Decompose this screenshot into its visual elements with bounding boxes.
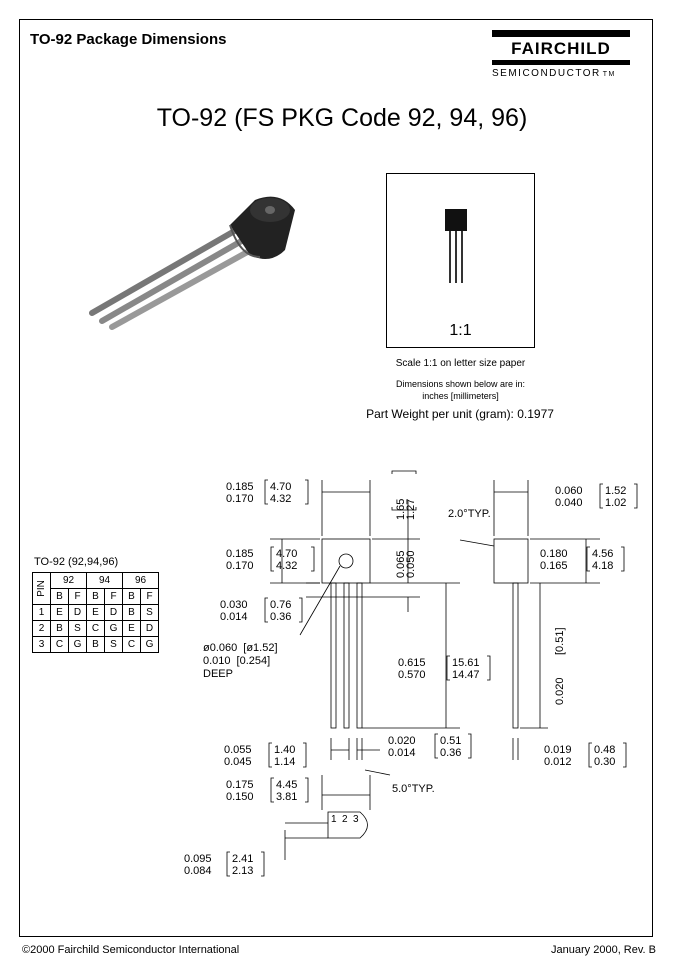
actual-size-transistor xyxy=(445,209,467,283)
bottom-in-min: 0.084 xyxy=(184,865,212,877)
lead-2 xyxy=(343,582,350,729)
lead-stub-mm-max: 0.76 xyxy=(270,599,291,611)
top-width-in-min: 0.170 xyxy=(226,493,254,505)
pitch-in-max: 0.055 xyxy=(224,744,252,756)
scale-note: Scale 1:1 on letter size paper xyxy=(395,358,526,369)
side-thick-mm-min: 0.30 xyxy=(594,756,615,768)
span-mm-min: 3.81 xyxy=(276,791,297,803)
lead-width-mm-min: 0.36 xyxy=(440,747,461,759)
table-row: 2 B S C G E D xyxy=(32,620,159,637)
table-row: 3 C G B S C G xyxy=(32,636,159,653)
body-height-mm-min: 4.32 xyxy=(276,560,297,572)
bottom-pin-3: 3 xyxy=(353,814,359,825)
top-offset-in-min: 0.050 xyxy=(405,550,417,578)
front-view-body xyxy=(321,538,371,584)
side-height-mm-min: 4.18 xyxy=(592,560,613,572)
hole-depth: 0.010[0.254] xyxy=(203,655,270,667)
pitch-mm-min: 1.14 xyxy=(274,756,295,768)
side-width-mm-max: 1.52 xyxy=(605,485,626,497)
side-view-lead xyxy=(512,582,519,729)
lead-stub-in-min: 0.014 xyxy=(220,611,248,623)
table-cell: G xyxy=(140,636,159,653)
side-thick-in-max: 0.019 xyxy=(544,744,572,756)
dims-note-line1: Dimensions shown below are in: xyxy=(395,379,526,389)
side-width-in-max: 0.060 xyxy=(555,485,583,497)
top-offset-in-max: 0.065 xyxy=(395,550,407,578)
header-title: TO-92 Package Dimensions xyxy=(30,31,227,48)
logo-word: FAIRCHILD xyxy=(511,39,611,58)
logo-bar-bottom xyxy=(492,60,630,65)
span-mm-max: 4.45 xyxy=(276,779,297,791)
scale-ratio: 1:1 xyxy=(449,322,472,339)
top-width-mm-max: 4.70 xyxy=(270,481,291,493)
pin-table-caption: TO-92 (92,94,96) xyxy=(34,556,119,568)
lead-length-mm-max: 15.61 xyxy=(452,657,480,669)
side-height-in-min: 0.165 xyxy=(540,560,568,572)
side-lead-in: 0.020 xyxy=(554,677,566,705)
lead-width-mm-max: 0.51 xyxy=(440,735,461,747)
top-width-mm-min: 4.32 xyxy=(270,493,291,505)
lead-3 xyxy=(356,582,363,729)
ejector-hole xyxy=(338,553,354,569)
side-height-mm-max: 4.56 xyxy=(592,548,613,560)
top-width-in-max: 0.185 xyxy=(226,481,254,493)
taper-note: 5.0°TYP. xyxy=(392,783,435,795)
bottom-mm-min: 2.13 xyxy=(232,865,253,877)
side-angle: 2.0°TYP. xyxy=(448,508,491,520)
bottom-mm-max: 2.41 xyxy=(232,853,253,865)
lead-width-in-min: 0.014 xyxy=(388,747,416,759)
body-height-mm-max: 4.70 xyxy=(276,548,297,560)
side-height-in-max: 0.180 xyxy=(540,548,568,560)
side-thick-mm-max: 0.48 xyxy=(594,744,615,756)
pitch-in-min: 0.045 xyxy=(224,756,252,768)
top-offset-mm-max: 1.65 xyxy=(395,499,407,520)
scale-box: 1:1 xyxy=(386,173,535,348)
body-height-in-min: 0.170 xyxy=(226,560,254,572)
lead-stub-mm-min: 0.36 xyxy=(270,611,291,623)
hole-depth-note: DEEP xyxy=(203,668,233,680)
lead-length-in-max: 0.615 xyxy=(398,657,426,669)
lead-1 xyxy=(330,582,337,729)
bottom-view-body xyxy=(327,811,368,839)
pitch-mm-max: 1.40 xyxy=(274,744,295,756)
side-lead-mm: [0.51] xyxy=(554,627,566,655)
lead-length-mm-min: 14.47 xyxy=(452,669,480,681)
side-thick-in-min: 0.012 xyxy=(544,756,572,768)
footer-copyright: ©2000 Fairchild Semiconductor Internatio… xyxy=(22,944,240,956)
top-offset-mm-min: 1.27 xyxy=(405,499,417,520)
pin-table: PIN 92 94 96 B F B F B F 1 E D E D B S 2… xyxy=(32,572,159,653)
footer-revision: January 2000, Rev. B xyxy=(551,944,656,956)
body-height-in-max: 0.185 xyxy=(226,548,254,560)
main-title: TO-92 (FS PKG Code 92, 94, 96) xyxy=(156,104,528,132)
bottom-pin-1: 1 xyxy=(331,814,337,825)
side-view-body xyxy=(493,538,529,584)
logo-bar-top xyxy=(492,30,630,37)
dims-note-line2: inches [millimeters] xyxy=(422,391,499,401)
transistor-3d-illustration xyxy=(89,196,295,330)
page-frame xyxy=(19,19,653,937)
lead-length-in-min: 0.570 xyxy=(398,669,426,681)
table-row: 1 E D E D B S xyxy=(32,604,159,621)
lead-width-in-max: 0.020 xyxy=(388,735,416,747)
part-weight: Part Weight per unit (gram): 0.1977 xyxy=(366,407,554,421)
side-width-mm-min: 1.02 xyxy=(605,497,626,509)
span-in-min: 0.150 xyxy=(226,791,254,803)
lead-stub-in-max: 0.030 xyxy=(220,599,248,611)
hole-diameter: ø0.060[ø1.52] xyxy=(203,642,278,654)
span-in-max: 0.175 xyxy=(226,779,254,791)
side-width-in-min: 0.040 xyxy=(555,497,583,509)
bottom-pin-2: 2 xyxy=(342,814,348,825)
bottom-in-max: 0.095 xyxy=(184,853,212,865)
